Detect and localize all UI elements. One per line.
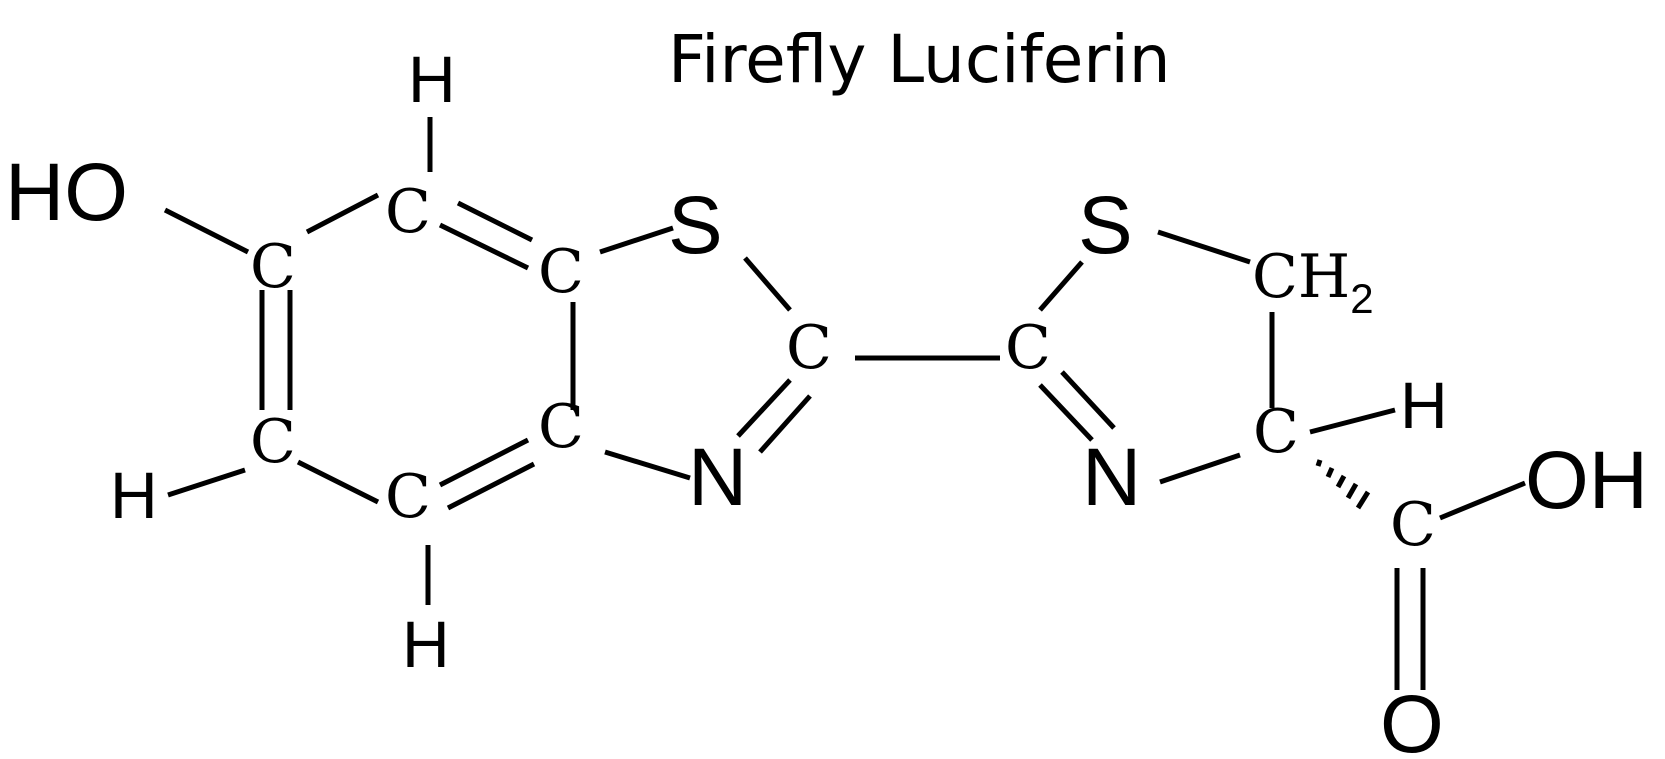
atom-o: O: [1380, 679, 1444, 759]
bond-s-ch2: [1157, 229, 1251, 265]
bond-c-c-lower-left: [296, 459, 380, 505]
bond-n-c-thiazole-1: [736, 378, 792, 438]
atom-c-left-bottom: C: [250, 407, 296, 477]
atom-c-thiazoline: C: [1005, 313, 1051, 383]
atom-c-bottom: C: [385, 462, 431, 532]
bond-c-h-left: [167, 467, 246, 498]
bond-c-c-upper-right-2: [438, 222, 530, 271]
atom-c-left-top: C: [250, 232, 296, 302]
bond-c-n-right-1: [1038, 383, 1094, 442]
atom-s-right: S: [1078, 180, 1133, 271]
atom-c-thiazole: C: [786, 313, 832, 383]
bond-ho-c: [163, 207, 250, 255]
bond-c-n-right-2: [1060, 370, 1116, 430]
atom-h-bottom: H: [402, 607, 450, 681]
atom-ho: HO: [5, 147, 128, 238]
bond-c-c-lower-right-2: [446, 461, 536, 511]
bond-c-c-upper-right-1: [456, 200, 534, 243]
hashed-wedge-bond: [1315, 459, 1371, 510]
bond-c-s-right: [1038, 260, 1084, 312]
bond-n-c-chiral: [1159, 452, 1241, 485]
atom-h-top: H: [408, 42, 456, 116]
atom-ch2: CH2: [1252, 242, 1374, 322]
diagram-title: Firefly Luciferin: [668, 21, 1171, 98]
bond-n-c-thiazole-2: [758, 394, 812, 454]
bond-c-c-lower-right-1: [438, 437, 530, 488]
bond-s-c-thiazole: [743, 256, 792, 312]
atom-n-left: N: [688, 432, 747, 523]
atom-ch2-subscript: 2: [1350, 275, 1373, 322]
atom-c-chiral: C: [1253, 397, 1299, 467]
bond-c-c-upper-left: [305, 192, 380, 235]
atom-h-chiral: H: [1400, 368, 1448, 442]
atom-oh: OH: [1525, 435, 1648, 526]
bond-c-oh: [1439, 480, 1526, 521]
bond-c-h-chiral: [1309, 407, 1396, 435]
bond-c-s-left: [599, 225, 674, 255]
atom-c-carboxyl: C: [1390, 490, 1436, 560]
atom-labels: HO C C C C C C S C N C S CH2 N C C OH O …: [5, 42, 1648, 759]
bond-c-n-left: [604, 449, 691, 481]
atom-s-left: S: [668, 180, 723, 271]
bonds: [163, 117, 1526, 690]
atom-n-right: N: [1082, 432, 1141, 523]
atom-c-top: C: [385, 177, 431, 247]
atom-c-fuse-bottom: C: [538, 392, 584, 462]
atom-h-left: H: [110, 458, 158, 532]
atom-c-fuse-top: C: [538, 237, 584, 307]
